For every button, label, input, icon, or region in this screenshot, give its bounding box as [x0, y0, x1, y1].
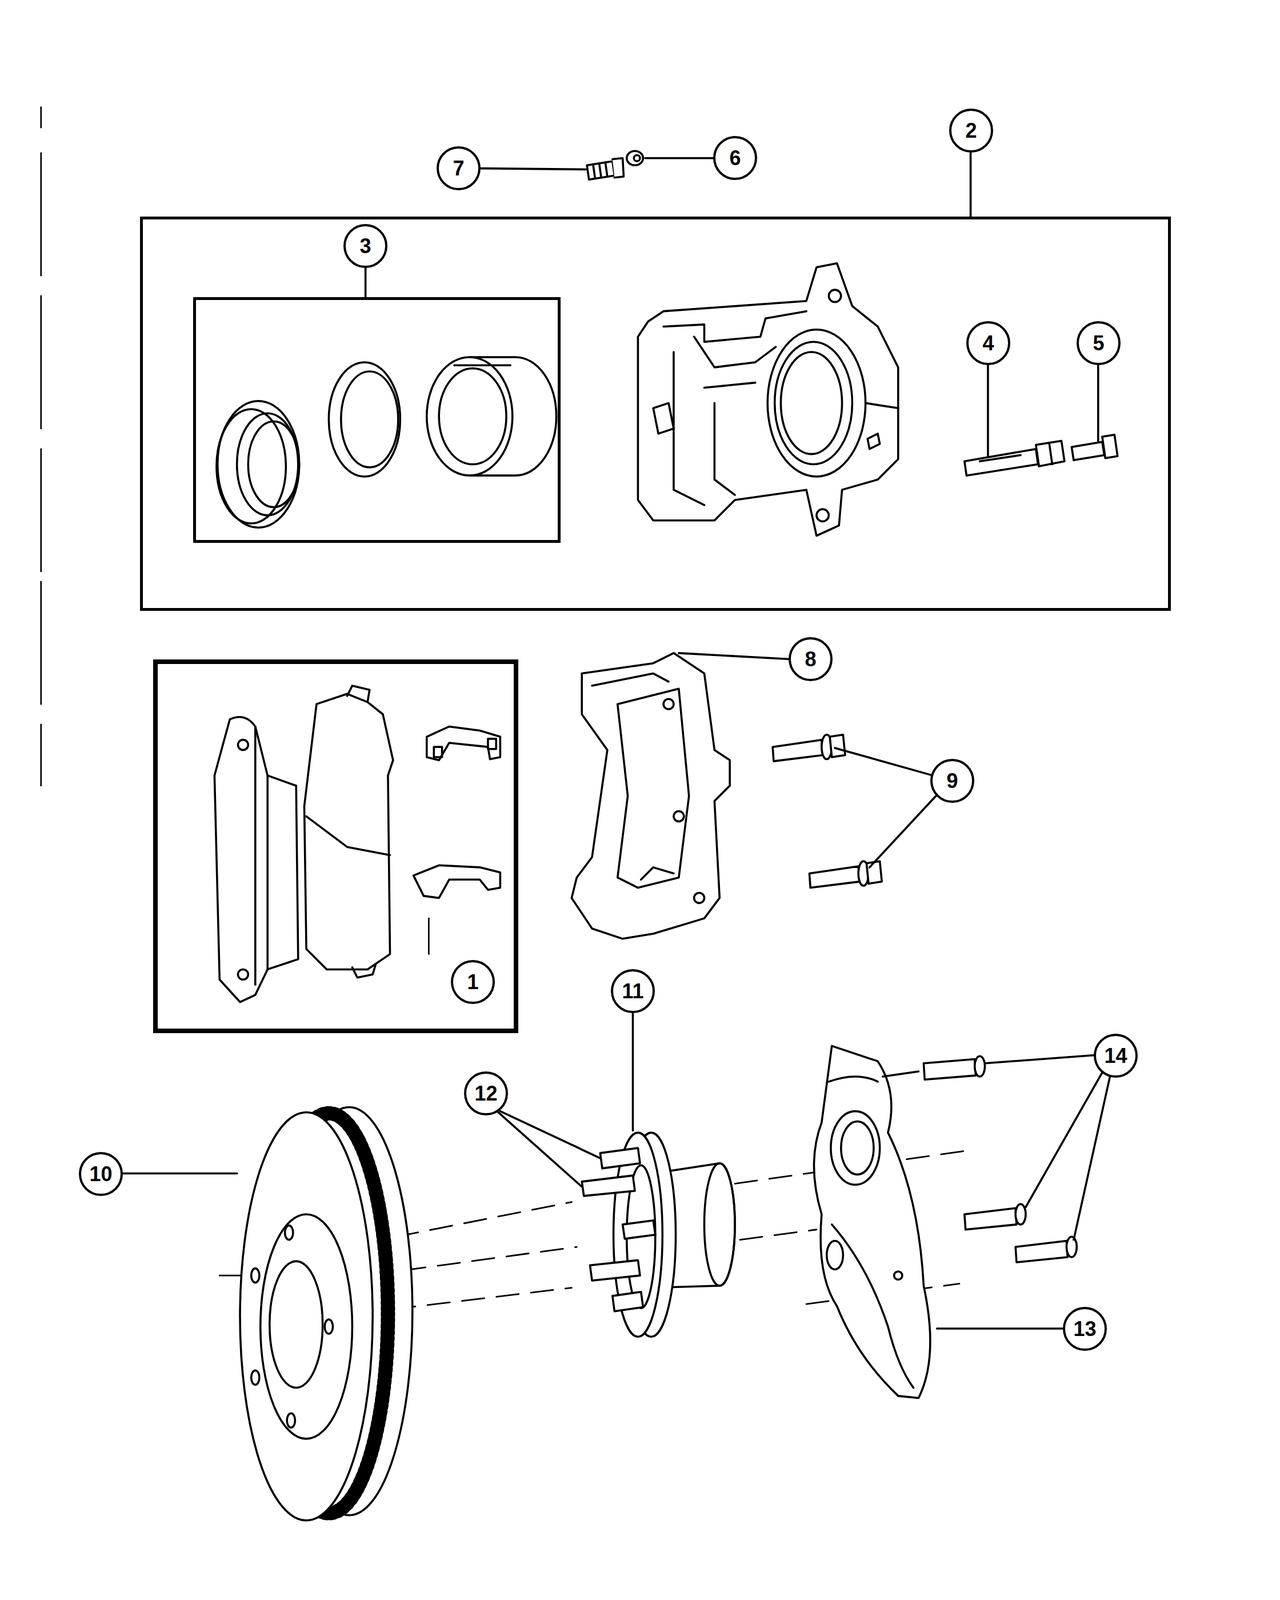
callout-number: 9 — [930, 758, 975, 803]
brake-rotor — [240, 1107, 413, 1521]
pad-clips — [413, 726, 501, 954]
callout-number: 12 — [464, 1071, 508, 1116]
group-box: 3 — [193, 297, 561, 543]
guide-bolt — [1071, 434, 1118, 461]
group-box: 23 — [140, 216, 1171, 611]
margin-marks — [40, 107, 42, 787]
callout-number: 14 — [1093, 1033, 1138, 1078]
callout-number: 11 — [610, 969, 655, 1014]
callout-number: 10 — [78, 1152, 123, 1196]
guide-pin — [964, 440, 1065, 476]
callout-number: 2 — [949, 108, 994, 153]
callout-number: 5 — [1076, 321, 1121, 366]
splash-shield — [813, 1045, 930, 1398]
callout-number: 3 — [343, 224, 388, 268]
wheel-hub — [581, 1132, 735, 1337]
callout-number: 7 — [436, 146, 481, 191]
leader-lines — [121, 150, 1111, 1329]
callout-number: 8 — [788, 637, 833, 682]
group-box: 1 — [153, 659, 519, 1034]
brake-pads — [214, 685, 393, 1003]
callout-number: 13 — [1062, 1306, 1107, 1351]
callout-number: 1 — [450, 960, 495, 1004]
caliper-bracket — [571, 653, 730, 939]
callout-number: 6 — [713, 136, 758, 180]
piston-seal-kit — [216, 357, 557, 528]
bracket-bolts — [772, 734, 882, 888]
bleeder-screw — [586, 150, 643, 180]
caliper-housing — [637, 263, 898, 536]
callout-number: 4 — [966, 321, 1011, 366]
